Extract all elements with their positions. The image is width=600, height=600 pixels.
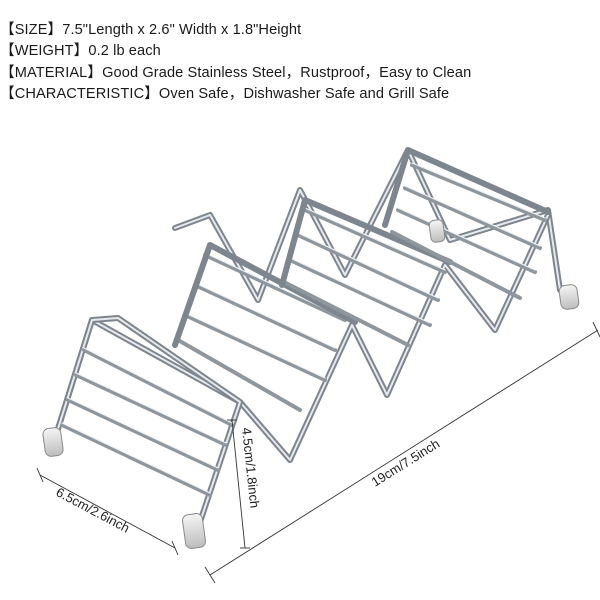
dimension-lines xyxy=(36,321,600,584)
slot-bars-3 xyxy=(282,208,447,347)
length-dimension-line xyxy=(209,329,599,576)
product-specs: 【SIZE】7.5"Length x 2.6" Width x 1.8"Heig… xyxy=(0,20,471,105)
spec-characteristic: 【CHARACTERISTIC】Oven Safe，Dishwasher Saf… xyxy=(0,85,450,102)
foot-front-right xyxy=(182,513,206,549)
foot-back-middle xyxy=(428,219,446,243)
length-label: 19cm/7.5inch xyxy=(369,436,443,490)
slot-bars-1 xyxy=(60,348,234,497)
slot-bars-2 xyxy=(176,253,347,412)
spec-size: 【SIZE】7.5"Length x 2.6" Width x 1.8"Heig… xyxy=(0,22,302,38)
taco-holder-rack xyxy=(49,147,563,531)
rubber-feet xyxy=(42,219,580,549)
foot-back-right xyxy=(558,284,580,310)
slot-bars-4 xyxy=(390,163,547,300)
width-dimension-line xyxy=(39,474,176,549)
height-dimension-line xyxy=(231,419,246,549)
front-frame-wire xyxy=(49,212,551,463)
spec-material: 【MATERIAL】Good Grade Stainless Steel，Rus… xyxy=(0,64,472,81)
foot-front-left xyxy=(42,427,64,457)
width-label: 6.5cm/2.6inch xyxy=(54,484,133,535)
height-label: 4.5cm/1.8inch xyxy=(239,427,262,509)
spec-weight: 【WEIGHT】0.2 lb each xyxy=(0,43,161,60)
